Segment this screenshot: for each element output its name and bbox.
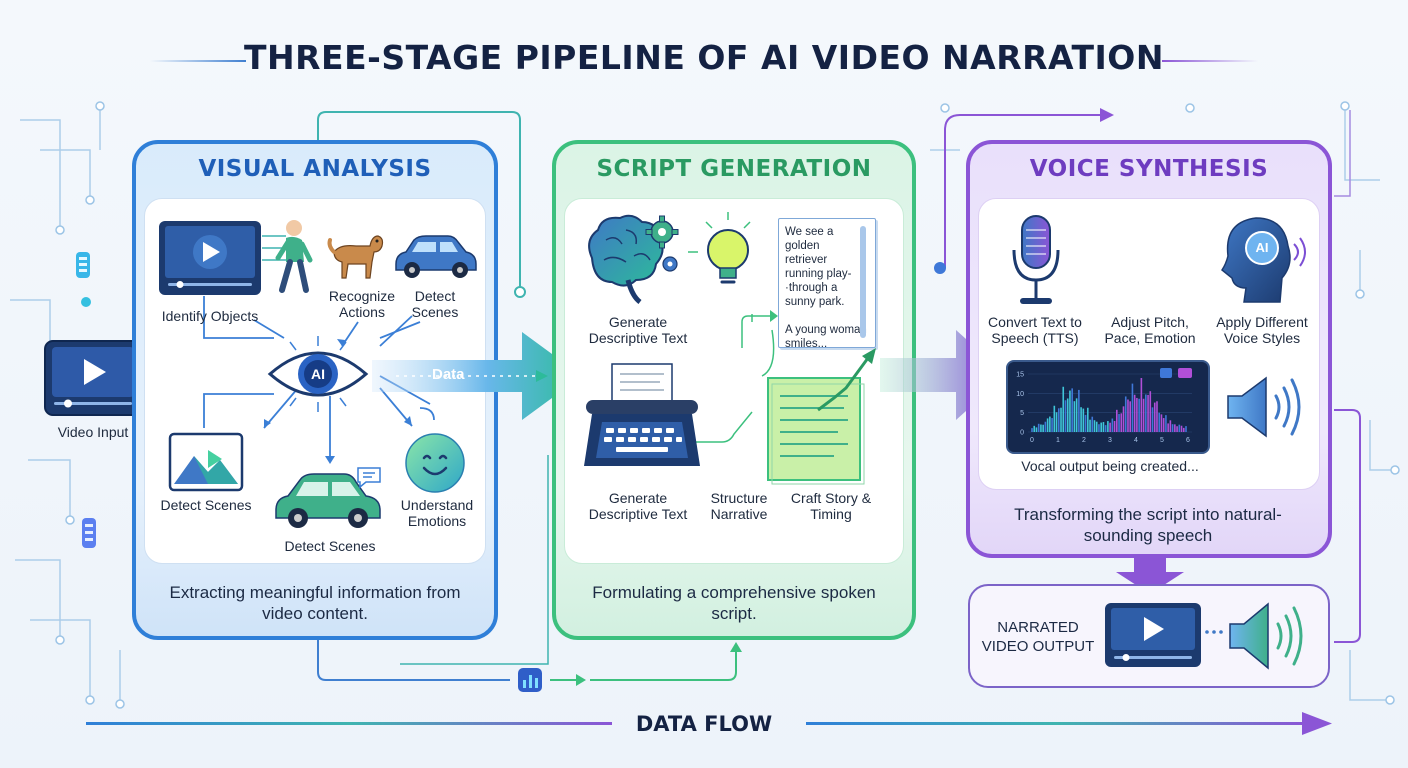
speaker-icon: [1227, 376, 1301, 438]
chart-tick-label: 10: [1016, 391, 1024, 398]
ai-eye-badge: AI: [311, 366, 325, 382]
detect-scenes-bottom-label: Detect Scenes: [284, 538, 376, 554]
script-page-line: retriever: [785, 254, 828, 266]
data-flow-arrow: [86, 712, 1332, 735]
visual-analysis-heading: VISUAL ANALYSIS: [198, 156, 432, 182]
audio-spectrum-panel: [1006, 360, 1210, 454]
detect-scenes-left-label: Detect Scenes: [160, 497, 252, 513]
script-page-line: running play-: [785, 268, 852, 280]
data-flow-label: DATA FLOW: [635, 712, 773, 736]
page-title: THREE-STAGE PIPELINE OF AI VIDEO NARRATI…: [244, 38, 1164, 77]
chart-tick-label: 6: [1186, 437, 1190, 444]
script-page-line: A young woman: [785, 324, 867, 336]
title-rule-right: [1162, 60, 1258, 62]
vocal-output-caption: Vocal output being created...: [1021, 458, 1199, 474]
recognize-actions-label: Recognize Actions: [328, 288, 396, 320]
output-speaker-icon: [1229, 602, 1303, 670]
structure-narrative-label: Structure Narrative: [710, 490, 768, 522]
script-connectors: [688, 251, 778, 443]
voice-synthesis-heading: VOICE SYNTHESIS: [1029, 156, 1269, 182]
chat-bubble-icon: [357, 467, 381, 489]
chart-tick-label: 15: [1016, 372, 1024, 379]
script-page-line: sunny park.: [785, 296, 845, 308]
generate-text-top-label: Generate Descriptive Text: [588, 314, 688, 346]
generate-text-bottom-label: Generate Descriptive Text: [588, 490, 688, 522]
chart-tick-label: 3: [1108, 437, 1112, 444]
title-rule-left: [150, 60, 246, 62]
video-input-icon: [44, 340, 142, 416]
ai-head-badge: AI: [1255, 240, 1269, 255]
walking-person-icon: [275, 220, 313, 293]
chart-tick-label: 4: [1134, 437, 1138, 444]
visual-analysis-caption: Extracting meaningful information from v…: [169, 583, 461, 623]
lightbulb-icon: [705, 212, 751, 284]
output-dots: [1205, 630, 1223, 634]
understand-emotions-label: Understand Emotions: [400, 497, 474, 529]
script-page-line: ·through a: [785, 282, 838, 294]
landscape-icon: [168, 432, 244, 492]
identify-objects-label: Identify Objects: [161, 308, 259, 324]
audio-spectrum-chart: 15 10 5 00 1 2 3 4 5 6: [1016, 372, 1192, 444]
chart-tick-label: 5: [1020, 410, 1024, 417]
car-scene-icon: [275, 473, 381, 528]
adjust-pitch-label: Adjust Pitch, Pace, Emotion: [1104, 314, 1196, 346]
narrative-document-icon: [767, 348, 876, 485]
output-video-icon: [1105, 603, 1201, 667]
voice-styles-label: Apply Different Voice Styles: [1216, 314, 1308, 346]
script-page-scrollbar: [860, 226, 866, 338]
waveform-icon: [1078, 228, 1198, 294]
data-arrow: [372, 332, 582, 420]
dog-icon: [327, 235, 384, 279]
detect-scenes-top-label: Detect Scenes: [411, 288, 459, 320]
ai-eye-icon: [267, 336, 369, 412]
brain-gears-icon: [588, 214, 679, 304]
ai-head-icon: [1220, 217, 1306, 303]
typewriter-icon: [584, 363, 700, 466]
voice-to-output-arrow: [1116, 554, 1184, 594]
script-page-line: smiles...: [785, 338, 828, 350]
microphone-icon: [1012, 215, 1060, 304]
script-page-line: golden: [785, 240, 820, 252]
chart-tick-label: 2: [1082, 437, 1086, 444]
narrated-output-label: NARRATED VIDEO OUTPUT: [981, 619, 1095, 655]
smiley-face-icon: [405, 433, 465, 493]
car-icon: [395, 235, 477, 278]
chart-tick-label: 1: [1056, 437, 1060, 444]
chart-tick-label: 0: [1020, 430, 1024, 437]
script-page-text: We see a golden retriever running play- ·thr…: [779, 219, 875, 357]
script-generation-caption: Formulating a comprehensive spoken scrip…: [592, 583, 876, 623]
chart-control-purple: [1178, 368, 1192, 378]
script-page: We see a golden retriever running play- ·thr…: [778, 218, 876, 350]
script-generation-heading: SCRIPT GENERATION: [596, 156, 872, 182]
data-arrow-label: Data: [432, 366, 465, 383]
voice-synthesis-caption: Transforming the script into natural-sou…: [1014, 505, 1282, 545]
chart-tick-label: 5: [1160, 437, 1164, 444]
video-monitor-icon: [159, 221, 261, 295]
video-input-label: Video Input: [57, 424, 129, 440]
chart-control-blue: [1160, 368, 1172, 378]
script-page-line: We see a: [785, 226, 834, 238]
chart-tick-label: 0: [1030, 437, 1034, 444]
craft-story-label: Craft Story & Timing: [790, 490, 872, 522]
tts-label: Convert Text to Speech (TTS): [988, 314, 1082, 346]
